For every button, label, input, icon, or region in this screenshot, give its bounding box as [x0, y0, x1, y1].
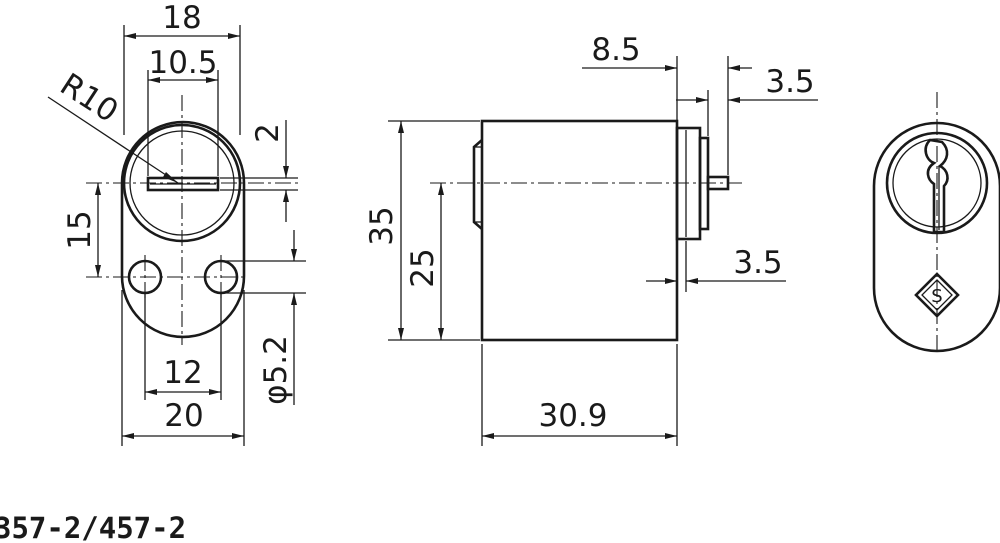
arrow — [163, 172, 178, 183]
arrow — [728, 97, 740, 103]
left-collar — [472, 139, 483, 230]
dim-label-r10: R10 — [54, 67, 125, 130]
arrow — [283, 190, 289, 202]
arrow — [665, 278, 677, 284]
dim-label-3-5-top: 3.5 — [765, 64, 814, 100]
emblem-letter: S — [931, 286, 942, 307]
keyway-profile — [924, 138, 949, 234]
arrow — [148, 77, 160, 83]
dim-label-phi-5-2: φ5.2 — [258, 335, 294, 405]
dim-label-8-5: 8.5 — [591, 32, 640, 68]
arrow — [206, 77, 218, 83]
keyway-slot — [146, 176, 220, 192]
brand-emblem-inner — [921, 279, 953, 311]
arrow — [209, 389, 221, 395]
dim-label-2: 2 — [250, 123, 286, 143]
arrow — [398, 328, 404, 340]
arrow — [291, 249, 297, 261]
part-number-label: 357-2/457-2 — [0, 511, 186, 543]
arrow — [438, 328, 444, 340]
dim-label-3-5-bottom: 3.5 — [733, 245, 782, 281]
cylinder-body — [480, 119, 679, 342]
dim-label-20: 20 — [164, 398, 203, 434]
front-plate-outline — [120, 120, 246, 339]
arrow — [665, 65, 677, 71]
dim-label-10-5: 10.5 — [148, 45, 217, 81]
dim-label-15: 15 — [62, 210, 98, 249]
arrow — [291, 293, 297, 305]
arrow — [283, 166, 289, 178]
brand-emblem — [914, 272, 960, 318]
arrow — [124, 33, 136, 39]
arrow — [95, 183, 101, 195]
arrow — [228, 33, 240, 39]
arrow — [686, 278, 698, 284]
dim-label-35: 35 — [364, 206, 400, 245]
rear-plate-outline — [872, 121, 1000, 353]
arrow — [145, 389, 157, 395]
front-view: 18 10.5 R10 2 15 12 — [47, 0, 306, 446]
rear-cylinder-inner — [892, 138, 982, 228]
arrow — [122, 433, 134, 439]
dim-label-18: 18 — [162, 0, 201, 36]
arrow — [438, 183, 444, 195]
rear-view: S — [872, 92, 1000, 353]
arrow — [728, 65, 740, 71]
dim-label-12: 12 — [163, 355, 202, 391]
dim-label-30-9: 30.9 — [538, 398, 607, 434]
arrow — [398, 121, 404, 133]
dim-label-25: 25 — [405, 248, 441, 287]
arrow — [482, 433, 494, 439]
radius-leader — [47, 96, 179, 184]
arrow — [232, 433, 244, 439]
arrow — [95, 265, 101, 277]
arrow — [665, 433, 677, 439]
arrow — [696, 97, 708, 103]
side-view: 35 25 8.5 3.5 3.5 30.9 — [364, 32, 818, 446]
